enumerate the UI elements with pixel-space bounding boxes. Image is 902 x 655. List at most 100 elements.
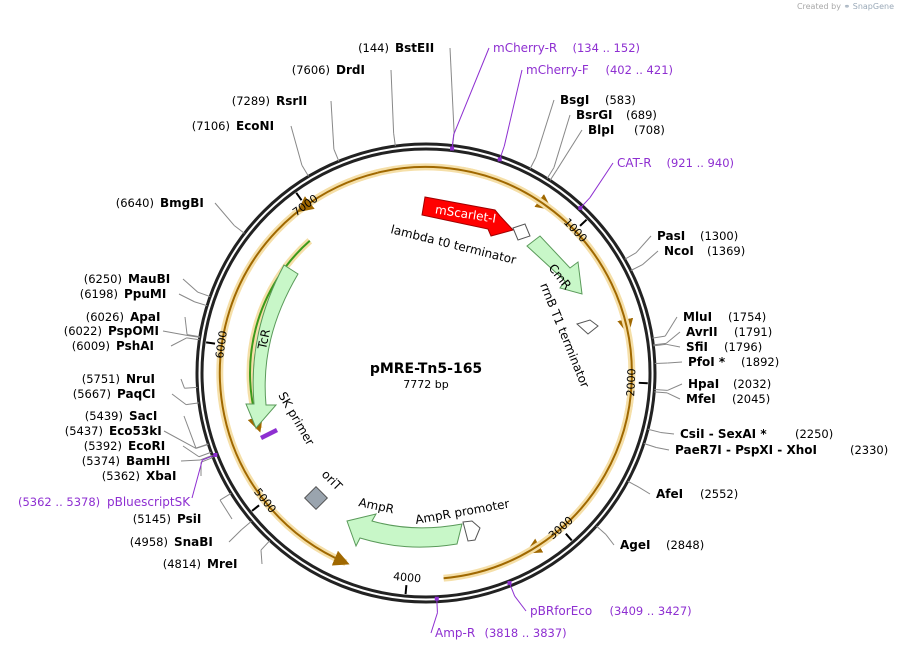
site-position: (4958) bbox=[130, 535, 168, 549]
site-leader bbox=[183, 415, 197, 449]
site-leader bbox=[664, 316, 678, 337]
site-leader bbox=[553, 114, 571, 168]
orf-arc bbox=[525, 397, 632, 554]
snapgene-credit: Created by ⚭ SnapGene bbox=[797, 2, 894, 11]
primer-mark bbox=[213, 452, 218, 457]
primer-range: (3818 .. 3837) bbox=[485, 626, 567, 640]
primer-layer: mCherry-R(134 .. 152)mCherry-F(402 .. 42… bbox=[18, 41, 734, 640]
site-tick bbox=[653, 342, 667, 346]
site-leader bbox=[214, 202, 235, 226]
site-position: (5145) bbox=[133, 512, 171, 526]
primer-tick bbox=[202, 454, 216, 461]
site-name: NcoI bbox=[664, 244, 694, 258]
site-tick bbox=[200, 454, 213, 461]
feature-tcr-label: TcR bbox=[255, 328, 273, 352]
site-name: NruI bbox=[126, 372, 155, 386]
primer-tick bbox=[499, 145, 505, 160]
site-name: EcoRI bbox=[128, 439, 165, 453]
site-tick bbox=[301, 164, 310, 177]
site-position: (583) bbox=[605, 93, 636, 107]
orf-arc bbox=[297, 171, 379, 213]
site-position: (2330) bbox=[850, 443, 888, 457]
site-name: MreI bbox=[207, 557, 237, 571]
site-position: (2250) bbox=[795, 427, 833, 441]
site-position: (7606) bbox=[292, 63, 330, 77]
site-tick bbox=[546, 167, 555, 179]
site-name: EcoNI bbox=[236, 119, 274, 133]
backbone-inner-ring bbox=[200, 147, 652, 599]
site-name: SacI bbox=[129, 409, 157, 423]
primer-mark bbox=[497, 157, 502, 162]
site-leader bbox=[290, 125, 303, 166]
primer-leader bbox=[430, 612, 438, 634]
site-tick bbox=[260, 540, 271, 551]
primer-leader bbox=[514, 595, 527, 612]
site-name: CsiI - SexAI * bbox=[680, 427, 767, 441]
feature-ampr-label: AmpR bbox=[357, 495, 395, 516]
site-tick bbox=[529, 157, 537, 170]
site-tick bbox=[643, 443, 657, 448]
orf-arc bbox=[247, 240, 311, 433]
site-position: (2032) bbox=[733, 377, 771, 391]
site-name: PaeR7I - PspXI - XhoI bbox=[675, 443, 817, 457]
site-name: PshAI bbox=[116, 339, 154, 353]
site-leader bbox=[184, 316, 188, 335]
site-position: (708) bbox=[634, 123, 665, 137]
site-name: BsgI bbox=[560, 93, 589, 107]
site-position: (2552) bbox=[700, 487, 738, 501]
site-tick bbox=[333, 149, 340, 162]
tick-mark bbox=[404, 585, 408, 595]
site-leader bbox=[535, 99, 555, 158]
site-tick bbox=[186, 334, 200, 338]
site-tick bbox=[549, 169, 558, 181]
tick-mark bbox=[251, 504, 260, 512]
site-position: (7106) bbox=[192, 119, 230, 133]
tick-mark bbox=[579, 218, 588, 227]
site-name: AvrII bbox=[686, 325, 718, 339]
site-leader bbox=[666, 392, 681, 400]
primer-tick bbox=[436, 598, 438, 613]
site-leader bbox=[656, 446, 670, 451]
site-position: (6198) bbox=[80, 287, 118, 301]
site-tick bbox=[654, 388, 668, 391]
feature-rrnb-terminator-label: rrnB T1 terminator bbox=[537, 281, 592, 390]
primer-leader bbox=[503, 69, 523, 147]
site-name: SfiI bbox=[686, 340, 708, 354]
site-tick bbox=[393, 133, 396, 147]
site-tick bbox=[194, 301, 208, 307]
site-leader bbox=[178, 293, 195, 303]
primer-range: (921 .. 940) bbox=[667, 156, 735, 170]
site-leader bbox=[638, 486, 651, 495]
site-tick bbox=[200, 456, 214, 463]
site-position: (4814) bbox=[163, 557, 201, 571]
primer-tick bbox=[509, 582, 516, 597]
site-position: (1796) bbox=[724, 340, 762, 354]
site-leader bbox=[390, 69, 395, 134]
site-tick bbox=[186, 337, 200, 341]
credit-prefix: Created by bbox=[796, 2, 841, 11]
site-position: (6640) bbox=[116, 196, 154, 210]
site-position: (5362) bbox=[102, 469, 140, 483]
feature-sk-primer-label: SK primer bbox=[275, 390, 317, 448]
site-tick bbox=[652, 335, 666, 339]
site-name: BsrGI bbox=[576, 108, 613, 122]
site-tick bbox=[195, 443, 209, 449]
site-leader bbox=[556, 129, 583, 170]
site-tick bbox=[653, 343, 667, 347]
site-name: PspOMI bbox=[108, 324, 159, 338]
site-tick bbox=[596, 525, 607, 536]
orf-layer bbox=[216, 163, 636, 582]
site-position: (5751) bbox=[82, 372, 120, 386]
site-leader bbox=[667, 361, 683, 364]
tick-mark bbox=[295, 192, 303, 201]
site-tick bbox=[627, 480, 640, 488]
site-leader bbox=[667, 383, 683, 391]
site-name: RsrII bbox=[276, 94, 307, 108]
site-tick bbox=[219, 492, 232, 501]
site-layer: (144)BstEII(7606)DrdI(7289)RsrII(7106)Ec… bbox=[64, 41, 889, 571]
orf-arc bbox=[218, 165, 633, 580]
site-leader bbox=[449, 47, 455, 133]
site-position: (7289) bbox=[232, 94, 270, 108]
sk-primer-mark bbox=[260, 428, 278, 440]
